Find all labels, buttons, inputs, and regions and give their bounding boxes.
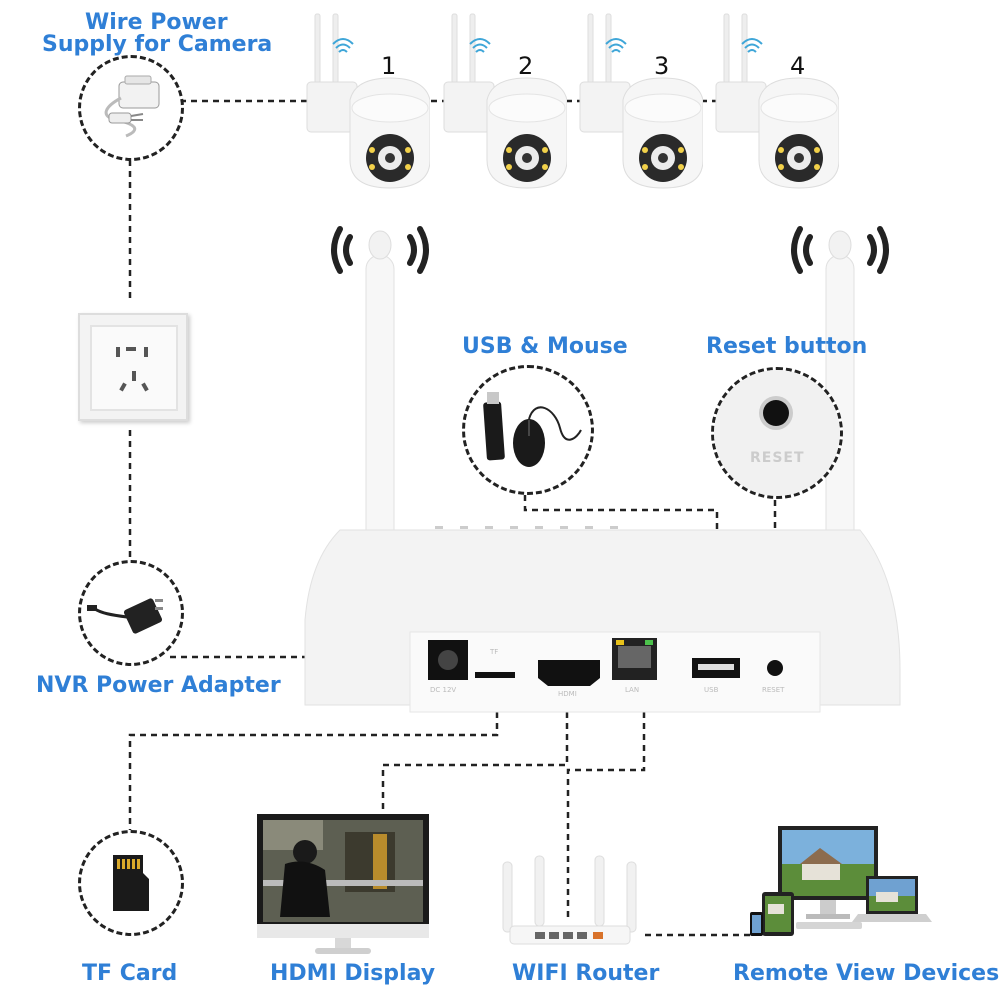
wifi-signal-icon — [741, 38, 763, 53]
wire-power-label: Wire Power — [85, 12, 228, 34]
hdmi-display-label: HDMI Display — [270, 961, 436, 986]
camera-3: 3 — [578, 10, 704, 190]
nvr-power-adapter-circle — [78, 560, 184, 666]
ptz-camera-icon — [306, 13, 431, 189]
tf-card-label: TF Card — [82, 961, 178, 986]
wifi-signal-icon — [791, 226, 889, 274]
port-label-hdmi: HDMI — [558, 690, 577, 698]
wifi-signal-icon — [332, 38, 354, 53]
reset-button-label: Reset button — [706, 334, 868, 359]
port-label-dc: DC 12V — [430, 686, 456, 694]
wifi-router-label: WIFI Router — [512, 961, 660, 986]
reset-text: RESET — [750, 450, 805, 466]
port-label-reset: RESET — [762, 686, 785, 694]
camera-4: 4 — [714, 10, 840, 190]
port-label-tf: TF — [489, 648, 498, 656]
wifi-router — [502, 855, 637, 945]
remote-view-devices — [750, 826, 932, 936]
ptz-camera-icon — [443, 13, 568, 189]
camera-1: 1 — [305, 10, 431, 190]
camera-number: 1 — [381, 52, 397, 80]
socket-holes-icon — [116, 347, 149, 392]
power-adapter-icon — [87, 598, 163, 634]
wifi-signal-icon — [469, 38, 491, 53]
wire-power-label-line1: Wire Power — [85, 10, 228, 35]
tf-card-icon — [113, 855, 149, 911]
camera-2: 2 — [442, 10, 568, 190]
wall-socket-plate — [90, 325, 178, 411]
hdmi-port — [538, 660, 600, 686]
reset-port — [767, 660, 783, 676]
tf-slot — [475, 672, 515, 678]
usb-mouse-label: USB & Mouse — [462, 334, 628, 359]
hdmi-monitor — [257, 814, 429, 954]
wire-hdmi — [381, 690, 569, 828]
power-supply-circle — [78, 55, 184, 161]
usb-mouse-icon — [483, 392, 582, 467]
nvr-power-adapter-label: NVR Power Adapter — [36, 673, 281, 698]
tf-card-circle — [78, 830, 184, 936]
camera-number: 2 — [518, 52, 534, 80]
reset-button-circle: RESET — [711, 367, 843, 499]
ptz-camera-icon — [715, 13, 840, 189]
camera-number: 3 — [654, 52, 670, 80]
camera-number: 4 — [790, 52, 806, 80]
power-supply-icon — [104, 75, 160, 138]
remote-view-label: Remote View Devices — [733, 961, 1000, 986]
wire-power-label-line2: Supply for Camera — [42, 32, 273, 57]
wall-socket — [78, 313, 188, 421]
reset-hole-icon — [763, 400, 789, 426]
wifi-signal-icon — [331, 226, 429, 274]
port-label-usb: USB — [704, 686, 719, 694]
port-label-lan: LAN — [625, 686, 639, 694]
usb-mouse-circle — [462, 365, 594, 495]
wire-lan — [566, 690, 646, 920]
nvr-device: DC 12V TF HDMI LAN USB RESET — [304, 526, 901, 713]
wifi-signal-icon — [605, 38, 627, 53]
ptz-camera-icon — [579, 13, 704, 189]
